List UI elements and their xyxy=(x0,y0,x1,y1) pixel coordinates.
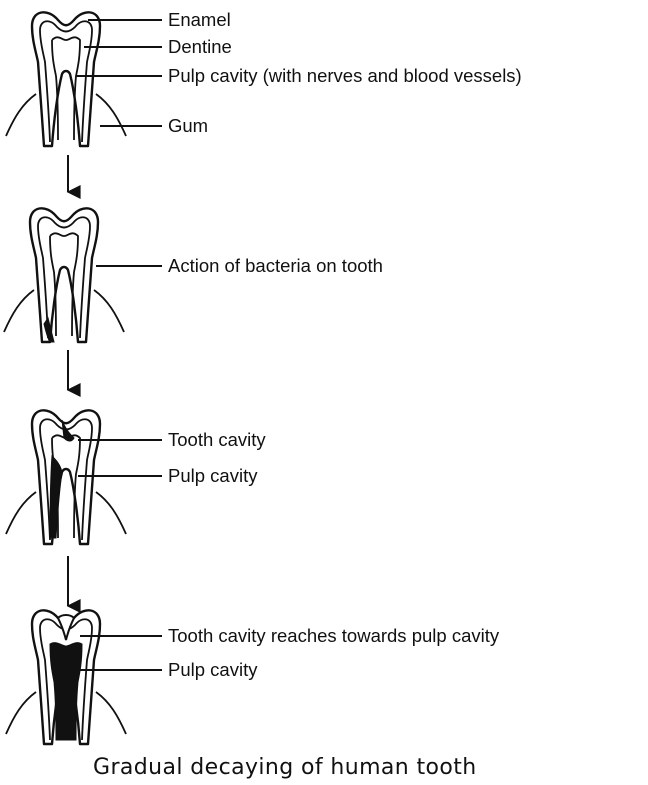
label-pulp-cavity-4: Pulp cavity xyxy=(168,659,258,680)
decayed-pulp-mark xyxy=(50,643,82,740)
stage-4-tooth xyxy=(6,610,126,744)
label-cavity-reaches-pulp: Tooth cavity reaches towards pulp cavity xyxy=(168,625,500,646)
stage-3-tooth xyxy=(6,410,126,544)
label-pulp-cavity-3: Pulp cavity xyxy=(168,465,258,486)
stage-2-tooth xyxy=(4,208,124,342)
diagram-caption: Gradual decaying of human tooth xyxy=(93,755,477,780)
label-gum: Gum xyxy=(168,115,208,136)
label-bacteria-action: Action of bacteria on tooth xyxy=(168,255,383,276)
pulp-decay-mark xyxy=(50,456,62,538)
label-pulp-cavity-nerves: Pulp cavity (with nerves and blood vesse… xyxy=(168,65,522,86)
label-dentine: Dentine xyxy=(168,36,232,57)
label-tooth-cavity: Tooth cavity xyxy=(168,429,266,450)
label-enamel: Enamel xyxy=(168,9,231,30)
